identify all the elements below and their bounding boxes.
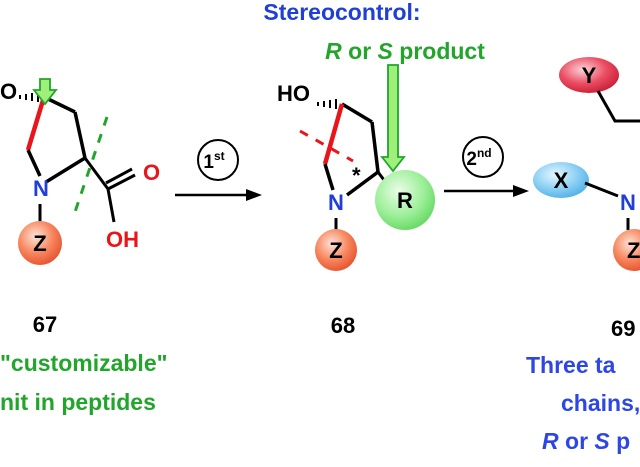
z-label-69: Z: [627, 238, 640, 263]
step-2-number: 2nd: [466, 146, 491, 170]
hashed-bond-68: [317, 99, 337, 109]
step-1-number: 1st: [203, 149, 224, 173]
bond-c-oh-67: [106, 188, 116, 223]
hydroxyl-oh-67: OH: [106, 227, 139, 252]
label-69: 69: [611, 316, 635, 341]
compound-69: Y X N Z 69 Three ta chains, R or S p: [526, 57, 640, 454]
caption-69-line1: Three ta: [526, 352, 616, 378]
z-group-67: [18, 221, 62, 265]
label-68: 68: [331, 313, 355, 338]
bond-c5-n-67: [26, 149, 42, 177]
caption-67-line1: "customizable": [0, 350, 168, 376]
z-group-68: [315, 229, 357, 271]
x-group-69: [533, 162, 589, 198]
hydroxyl-ho-68: HO: [277, 81, 310, 106]
stereocontrol-arrow: [380, 64, 406, 173]
compound-68: Stereocontrol: R or S product HO * N Z R…: [263, 0, 485, 338]
bond-c2-cooh-67: [83, 157, 110, 190]
bond-y-chain-69: [596, 90, 640, 123]
caption-69-line2: chains,: [561, 390, 640, 416]
bond-c2-r-68: [376, 171, 386, 181]
red-bond-67: [25, 96, 47, 151]
x-label-69: X: [554, 168, 569, 193]
y-group-69: [559, 57, 619, 93]
caption-67-line2: nit in peptides: [0, 389, 156, 415]
y-label-69: Y: [582, 63, 597, 88]
z-group-69: [613, 229, 640, 271]
step-2-arrow-head: [513, 185, 529, 197]
step-2-circle: [462, 136, 504, 178]
bond-c3-c2-67: [73, 111, 87, 159]
compound-67: O N Z O OH 67 "customizable" nit in pept: [0, 78, 168, 415]
z-label-67: Z: [33, 231, 46, 256]
bond-c4-c3-68: [341, 102, 373, 124]
hydroxyl-o-67: O: [0, 79, 17, 104]
step-1-circle: [197, 139, 239, 181]
bond-c5-n-68: [323, 163, 335, 191]
hashed-bond-67: [19, 92, 39, 102]
bond-c2-n-68: [345, 170, 380, 197]
stereocenter-star: *: [352, 163, 361, 188]
step-1-arrow-head: [246, 189, 262, 201]
green-arrow-67: [32, 78, 58, 106]
r-group-68: [375, 170, 435, 230]
r-label-68: R: [397, 188, 413, 213]
step-2: 2nd: [444, 136, 529, 197]
caption-69-line3: R or S p: [542, 428, 630, 454]
stereocontrol-title: Stereocontrol:: [263, 0, 420, 25]
step-1: 1st: [175, 139, 262, 201]
label-67: 67: [33, 312, 57, 337]
bond-c2-n-67: [45, 156, 86, 184]
red-bond-68: [322, 103, 345, 165]
nitrogen-69: N: [620, 190, 636, 215]
stereocontrol-subtitle: R or S product: [325, 38, 485, 64]
bond-c3-c2-68: [370, 121, 380, 173]
carbonyl-o-67: O: [143, 160, 160, 185]
nitrogen-68: N: [328, 190, 344, 215]
bond-co-double-67: [105, 167, 133, 185]
nitrogen-67: N: [33, 176, 49, 201]
bond-co-upper-67: [107, 173, 136, 191]
bond-x-n-69: [584, 181, 619, 198]
z-label-68: Z: [329, 238, 342, 263]
